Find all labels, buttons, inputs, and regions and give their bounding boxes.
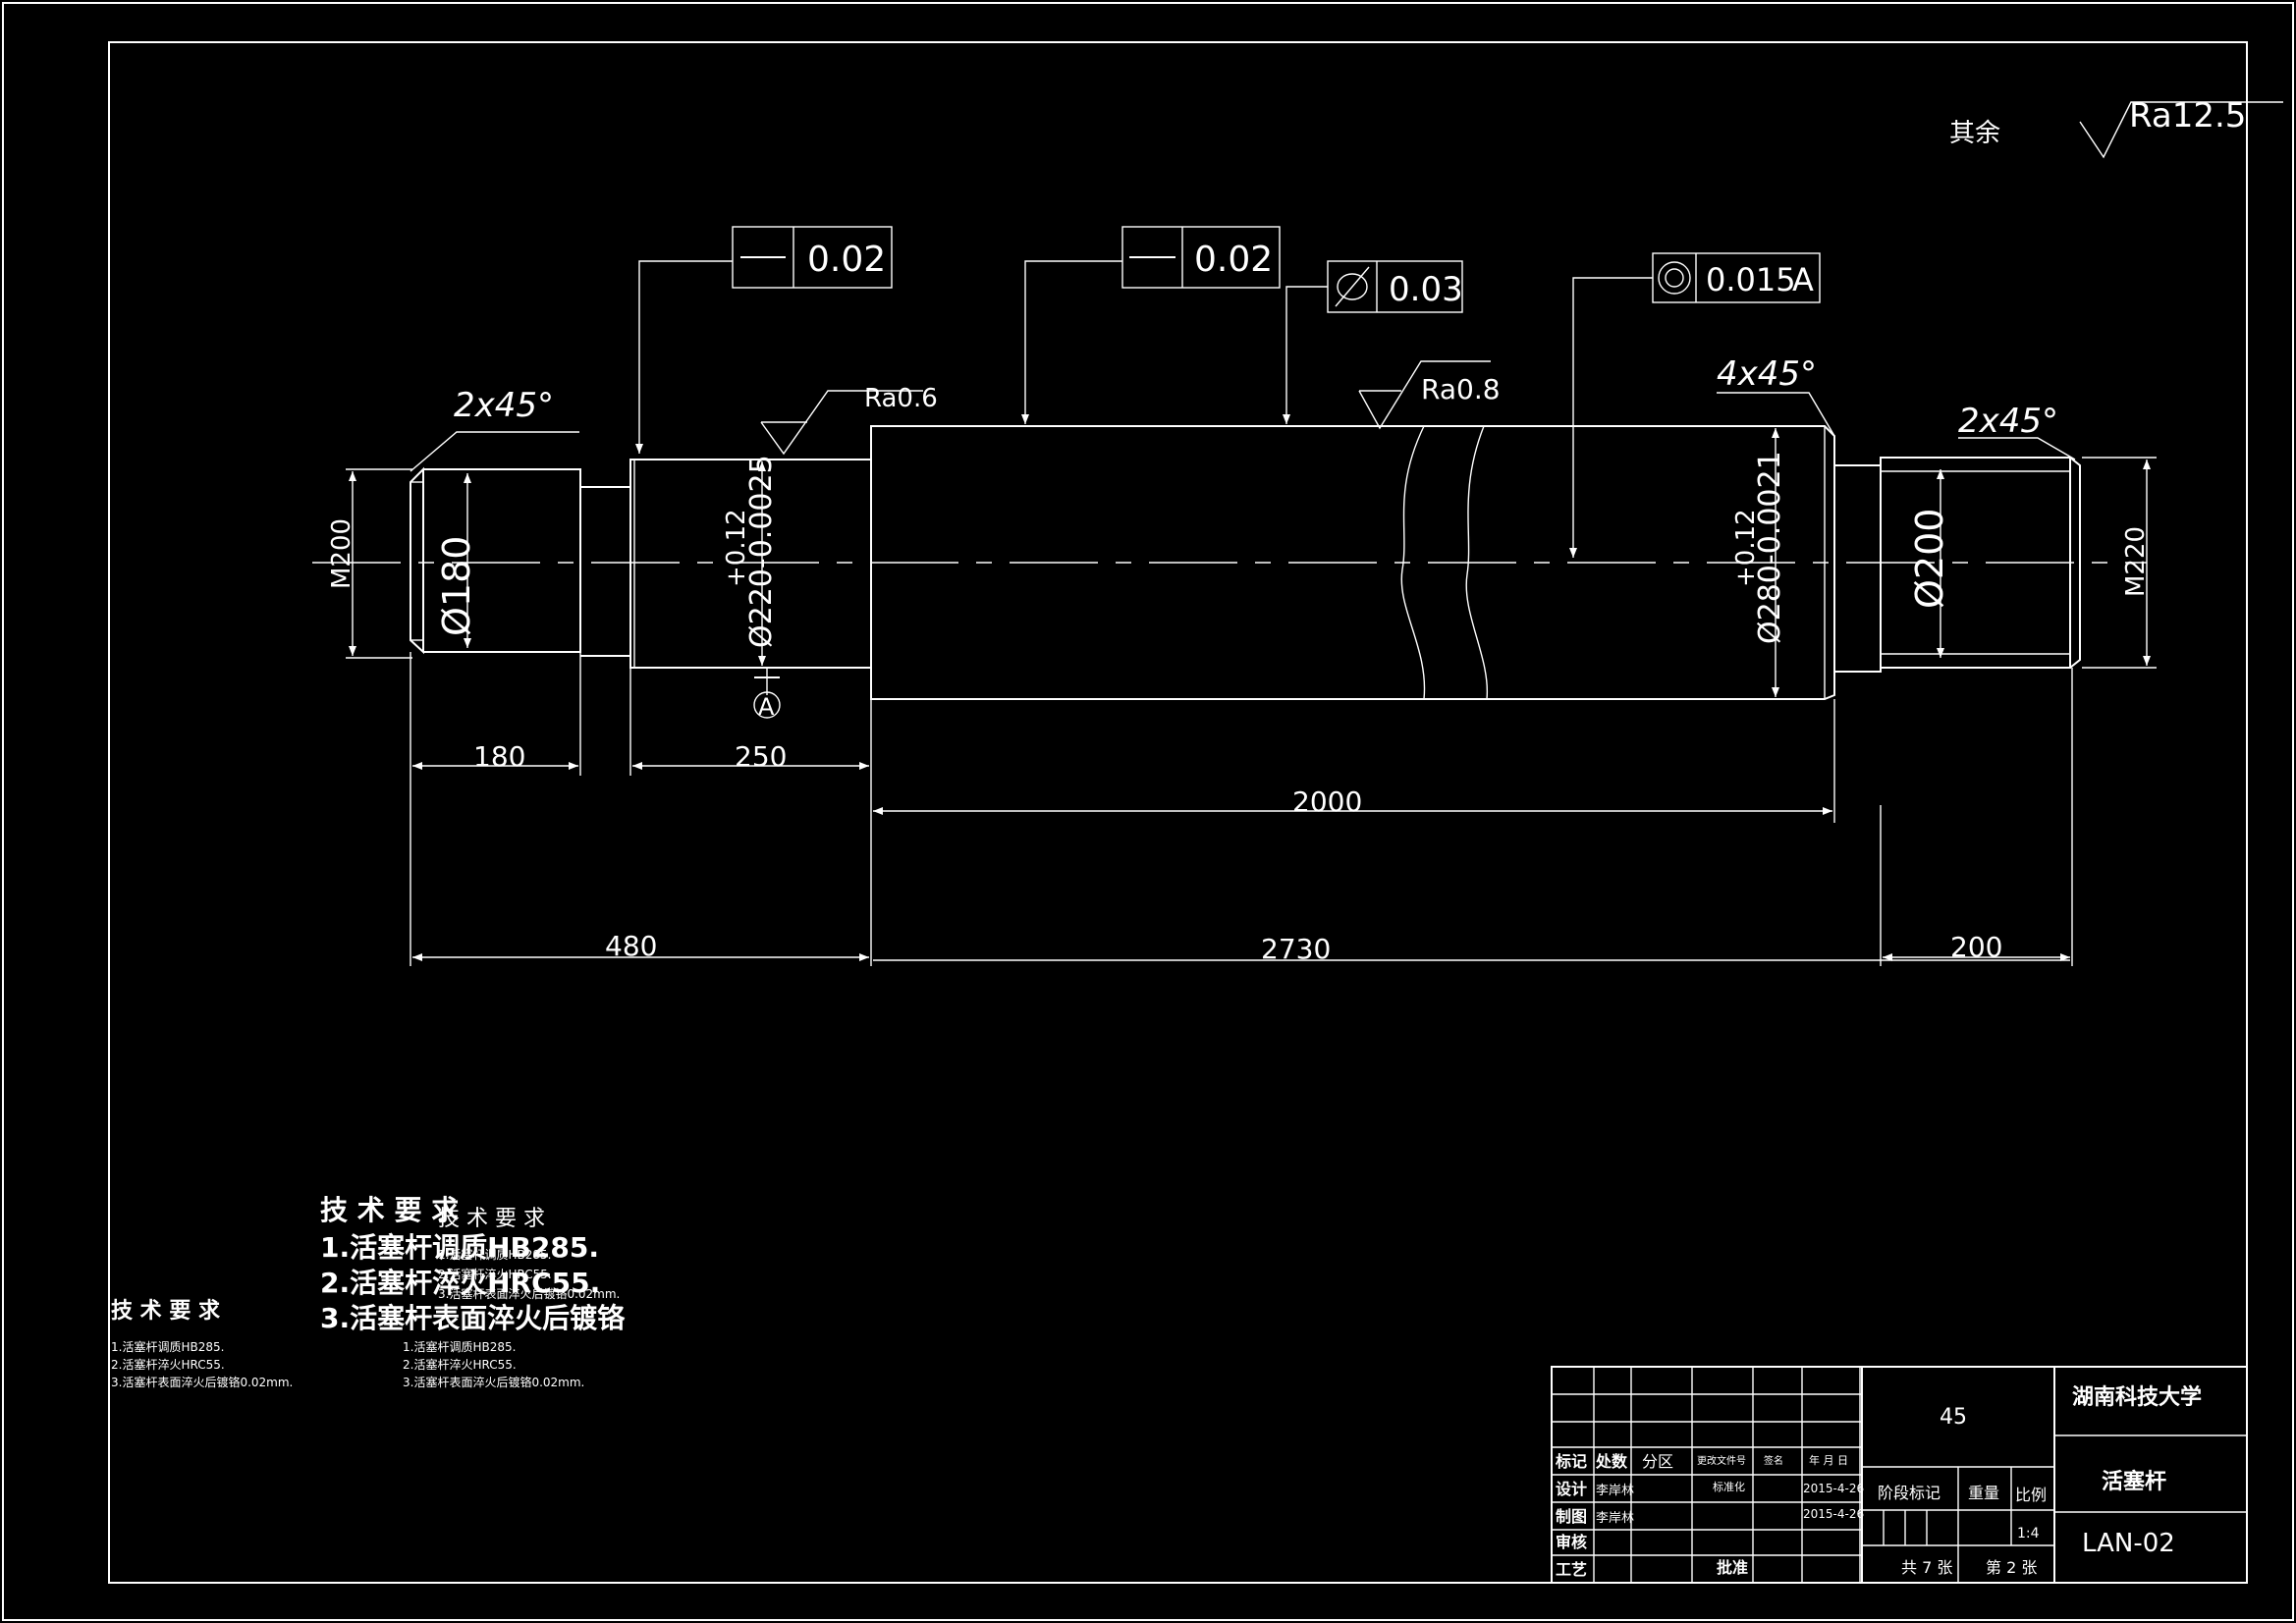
tb-part-name: 活塞杆 xyxy=(2102,1469,2166,1494)
tolerance-2-value: 0.02 xyxy=(1194,240,1273,280)
roughness-left: Ra0.6 xyxy=(760,384,938,456)
dim-2000: 2000 xyxy=(1292,785,1362,818)
length-dimensions: 180 250 2000 480 2730 200 xyxy=(410,652,2073,966)
roughness-middle: Ra0.8 xyxy=(1358,360,1501,430)
tb-standardize: 标准化 xyxy=(1713,1480,1745,1493)
tech-req-ghost-item-2: 2.活塞杆淬火HRC55. xyxy=(438,1267,552,1281)
tb-designer: 李岸林 xyxy=(1596,1484,1634,1498)
tb-scale: 1:4 xyxy=(2017,1526,2040,1542)
dim-left-journal: Ø220-0.0025 xyxy=(744,455,779,648)
dim-right-inner: Ø200 xyxy=(1908,509,1951,609)
dim-right-journal: Ø280-0.0021 xyxy=(1753,451,1787,644)
tb-row-process: 工艺 xyxy=(1556,1560,1587,1579)
chamfer-right-shoulder: 4x45° xyxy=(1717,354,1817,394)
general-roughness-value: Ra12.5 xyxy=(2129,96,2246,135)
dim-right-thread: M220 xyxy=(2121,526,2151,597)
general-roughness: 其余 Ra12.5 xyxy=(1949,96,2283,159)
dim-right-journal-tol: +0.12 xyxy=(1731,509,1761,587)
tb-scale-label: 比例 xyxy=(2015,1486,2047,1504)
tolerance-1-value: 0.02 xyxy=(807,240,886,280)
roughness-middle-value: Ra0.8 xyxy=(1421,373,1501,406)
dim-2730: 2730 xyxy=(1261,933,1331,965)
dim-left-journal-tol: +0.12 xyxy=(722,509,751,587)
tolerance-frame-4: 0.015 A xyxy=(1569,252,1821,558)
chamfer-left: 2x45° xyxy=(454,386,554,425)
dim-180: 180 xyxy=(473,740,525,773)
tb-row-design: 设计 xyxy=(1556,1480,1587,1498)
tb-col-count: 处数 xyxy=(1595,1452,1628,1471)
tech-req-left-item-3: 3.活塞杆表面淬火后镀铬0.02mm. xyxy=(111,1375,293,1389)
tech-req-ghost-item-3: 3.活塞杆表面淬火后镀铬0.02mm. xyxy=(438,1286,620,1301)
tb-material: 45 xyxy=(1940,1405,1967,1430)
title-block: 45 湖南科技大学 活塞杆 LAN-02 标记 处数 分区 更改文件号 签名 年… xyxy=(1551,1366,2248,1584)
tech-req-left-title: 技 术 要 求 xyxy=(111,1299,220,1324)
roughness-left-value: Ra0.6 xyxy=(864,384,938,413)
tech-req-small-item-2: 2.活塞杆淬火HRC55. xyxy=(403,1357,517,1372)
tb-date-2: 2015-4-26 xyxy=(1803,1507,1864,1521)
tech-req-ghost-title: 技 术 要 求 xyxy=(438,1207,545,1231)
piston-rod-outline xyxy=(312,425,2147,700)
tb-stage-mark: 阶段标记 xyxy=(1878,1484,1941,1502)
tolerance-3-value: 0.03 xyxy=(1389,270,1463,309)
tolerance-frame-3: 0.03 xyxy=(1283,260,1463,424)
tech-req-small: 1.活塞杆调质HB285. 2.活塞杆淬火HRC55. 3.活塞杆表面淬火后镀铬… xyxy=(403,1339,584,1389)
dim-480: 480 xyxy=(605,930,657,962)
tech-req-ghost: 技 术 要 求 1.活塞杆调质HB285. 2.活塞杆淬火HRC55. 3.活塞… xyxy=(438,1207,620,1301)
tech-req-small-item-1: 1.活塞杆调质HB285. xyxy=(403,1339,516,1354)
tb-col-sign: 签名 xyxy=(1764,1454,1783,1467)
tb-row-draw: 制图 xyxy=(1556,1507,1587,1526)
dim-250: 250 xyxy=(735,740,787,773)
diameter-dimensions: M200 Ø180 Ø220-0.0025 +0.12 A Ø280-0.002… xyxy=(327,428,2157,721)
tb-col-date: 年 月 日 xyxy=(1809,1453,1848,1467)
tech-req-big-title: 技 术 要 求 xyxy=(320,1194,459,1226)
tb-sheet-total: 共 7 张 xyxy=(1901,1558,1952,1577)
tb-approve: 批准 xyxy=(1717,1558,1748,1577)
tech-req-big-item-2: 2.活塞杆淬火HRC55. xyxy=(320,1267,600,1299)
tech-req-small-item-3: 3.活塞杆表面淬火后镀铬0.02mm. xyxy=(403,1375,584,1389)
tech-req-big-item-1: 1.活塞杆调质HB285. xyxy=(320,1231,599,1264)
tb-sheet-no: 第 2 张 xyxy=(1986,1558,2037,1577)
tb-date-1: 2015-4-26 xyxy=(1803,1482,1864,1495)
tb-drawing-no: LAN-02 xyxy=(2082,1529,2175,1558)
dim-left-thread: M200 xyxy=(327,518,356,589)
tolerance-4-value: 0.015 xyxy=(1706,261,1796,298)
tech-req-left-item-2: 2.活塞杆淬火HRC55. xyxy=(111,1357,225,1372)
tech-req-left: 技 术 要 求 1.活塞杆调质HB285. 2.活塞杆淬火HRC55. 3.活塞… xyxy=(111,1299,293,1389)
tech-req-big-item-3: 3.活塞杆表面淬火后镀铬 xyxy=(320,1302,626,1334)
dim-left-inner: Ø180 xyxy=(435,536,478,636)
tb-weight: 重量 xyxy=(1968,1484,1999,1502)
dim-200: 200 xyxy=(1950,931,2002,963)
tb-row-check: 审核 xyxy=(1556,1533,1587,1551)
chamfer-right-end: 2x45° xyxy=(1958,402,2058,441)
general-roughness-label: 其余 xyxy=(1949,119,2000,148)
tb-col-docno: 更改文件号 xyxy=(1697,1454,1746,1467)
tb-col-mark: 标记 xyxy=(1555,1452,1587,1471)
tb-school: 湖南科技大学 xyxy=(2072,1384,2202,1410)
inner-frame xyxy=(108,41,2248,1584)
tolerance-4-datum: A xyxy=(1792,261,1814,298)
tech-req-ghost-item-1: 1.活塞杆调质HB285. xyxy=(438,1247,551,1262)
tech-req-big: 技 术 要 求 1.活塞杆调质HB285. 2.活塞杆淬火HRC55. 3.活塞… xyxy=(320,1194,626,1334)
datum-label: A xyxy=(758,693,775,721)
tech-req-left-item-1: 1.活塞杆调质HB285. xyxy=(111,1339,224,1354)
tb-drafter: 李岸林 xyxy=(1596,1511,1634,1526)
tb-col-zone: 分区 xyxy=(1642,1452,1673,1471)
tolerance-frame-2: 0.02 xyxy=(1021,226,1281,424)
tolerance-frame-1: 0.02 xyxy=(635,226,893,454)
